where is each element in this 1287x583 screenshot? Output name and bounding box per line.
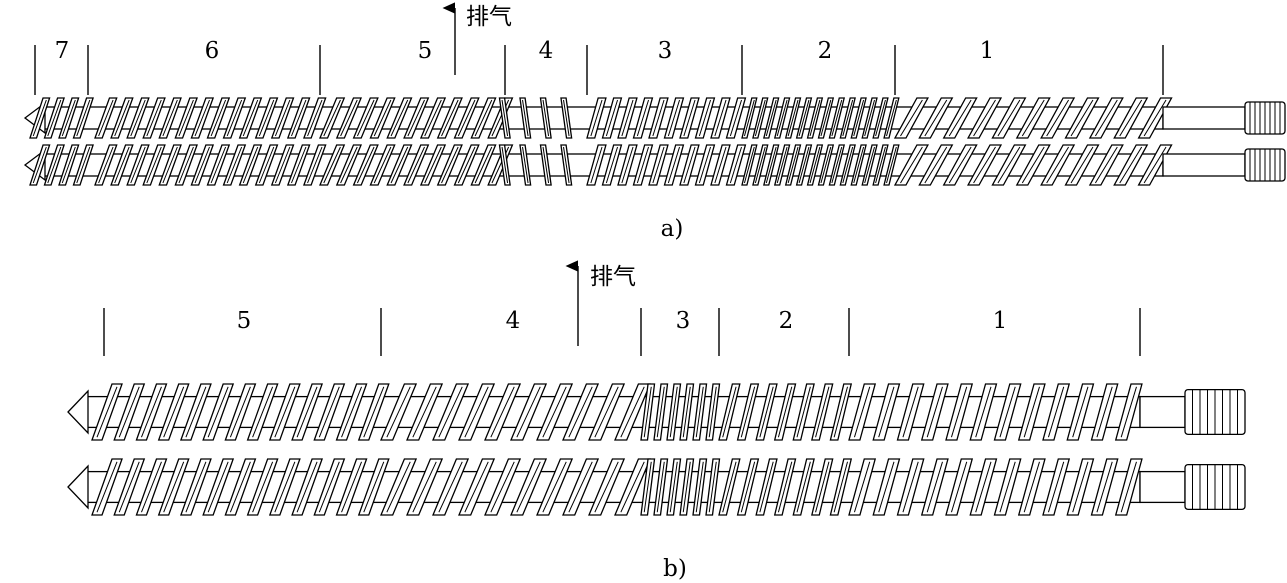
section-label-b-5: 5 [237,308,252,334]
screw-b-upper [67,383,1246,441]
section-label-b-1: 1 [993,308,1008,334]
section-label-a-1: 1 [980,38,995,64]
figure-a-dividers [34,45,1164,95]
screw-a-upper [23,97,1286,139]
section-label-a-7: 7 [55,38,70,64]
figure-b: 5 4 3 2 1 排气 b) [67,260,1246,582]
screw-pair-a [23,97,1286,186]
section-label-b-4: 4 [506,308,521,334]
section-label-a-4: 4 [539,38,554,64]
vent-label-a: 排气 [466,4,512,30]
figure-a: 7 6 5 4 3 2 1 排气 a) [23,2,1286,242]
section-label-a-6: 6 [205,38,220,64]
section-label-b-2: 2 [779,308,794,334]
caption-a: a) [661,216,684,242]
section-label-a-2: 2 [818,38,833,64]
section-label-b-3: 3 [676,308,691,334]
caption-b: b) [663,556,687,582]
screw-pair-b [67,383,1246,516]
section-label-a-5: 5 [418,38,433,64]
screw-b-lower [67,458,1246,516]
vent-label-b: 排气 [590,264,636,290]
figure-b-dividers [103,308,1141,356]
section-label-a-3: 3 [658,38,673,64]
screw-a-lower [23,144,1286,186]
